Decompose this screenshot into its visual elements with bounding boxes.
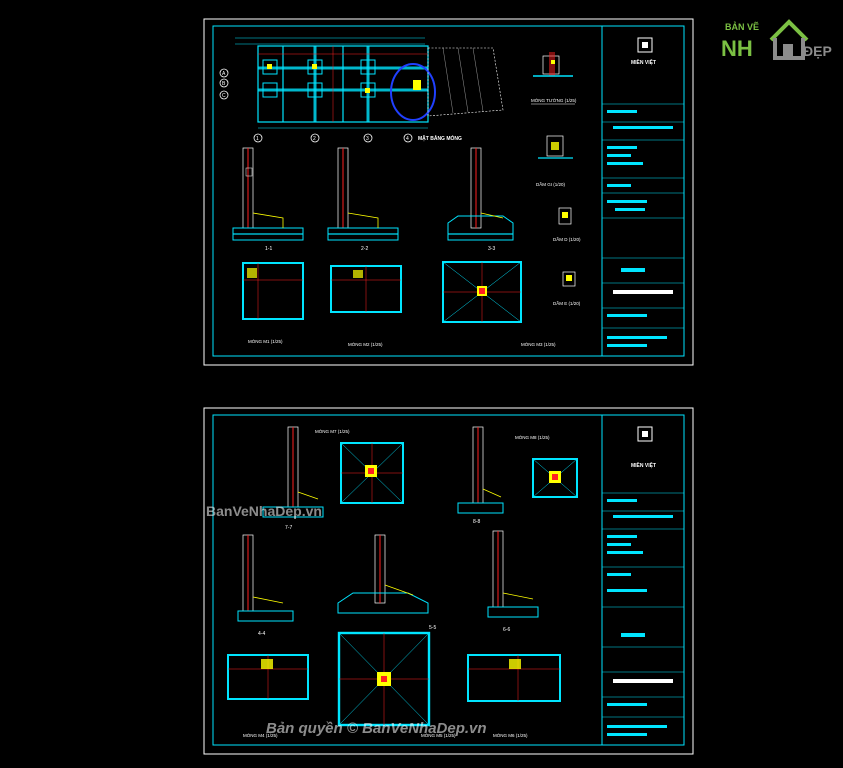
section-label-6-6: 6-6 <box>503 627 510 633</box>
watermark-copyright: Bản quyền © BanVeNhaDep.vn <box>266 720 487 737</box>
section-1-1: 1-1 <box>232 147 304 252</box>
wall-footing-detail: MÓNG TƯỜNG (1/25) <box>531 52 577 105</box>
detail-label-beam-e: DẦM E (1/20) <box>553 300 581 306</box>
footing-label-m5: MÓNG M5 (1/25) <box>421 732 456 738</box>
detail-label-wall-footing: MÓNG TƯỜNG (1/25) <box>531 97 577 103</box>
title-block-2-project: MIỀN VIỆT <box>631 461 656 469</box>
detail-label-beam-d: DẦM D (1/20) <box>553 236 581 242</box>
section-7-7: 7-7 <box>262 426 324 531</box>
grid-letter-b: B <box>222 81 226 87</box>
footing-m6: MÓNG M6 (1/25) <box>467 654 561 738</box>
sheet-1-outer-border <box>203 18 694 366</box>
section-label-3-3: 3-3 <box>488 246 495 252</box>
footing-m7: MÓNG M7 (1/25) <box>315 428 404 504</box>
sheet-2-outer-border <box>203 407 694 755</box>
grid-number-1: 1 <box>256 136 259 142</box>
grid-number-2: 2 <box>313 136 316 142</box>
plan-title: MẶT BẰNG MÓNG <box>418 134 462 142</box>
section-6-6: 6-6 <box>487 530 539 633</box>
title-block-1: MIỀN VIỆT <box>601 26 684 356</box>
footing-label-m4: MÓNG M4 (1/25) <box>243 732 278 738</box>
logo-line1: BẢN VẼ <box>725 21 759 32</box>
logo-dep: ĐẸP <box>803 43 832 59</box>
section-label-8-8: 8-8 <box>473 519 480 525</box>
sheet-1-inner-border <box>212 25 685 357</box>
drawing-sheet-2: 7-7 MÓNG M7 (1/25) 8-8 MÓNG M8 (1/25) 4-… <box>203 407 694 755</box>
beam-detail-e: DẦM E (1/20) <box>553 271 581 306</box>
section-5-5 <box>337 534 429 614</box>
section-label-4-4: 4-4 <box>258 631 265 637</box>
footing-m3: MÓNG M3 (1/25) <box>442 261 556 347</box>
grid-letter-c: C <box>222 93 226 99</box>
footing-label-m1: MÓNG M1 (1/25) <box>248 338 283 344</box>
title-block-1-project: MIỀN VIỆT <box>631 58 656 66</box>
grid-letter-a: A <box>222 71 226 77</box>
section-label-7-7: 7-7 <box>285 525 292 531</box>
title-block-2: MIỀN VIỆT <box>601 415 684 745</box>
watermark-side: BanVeNhaDep.vn <box>206 503 322 519</box>
footing-m4: MÓNG M4 (1/25) <box>227 654 309 738</box>
footing-m5: 5-5 MÓNG M5 (1/25) <box>337 625 456 738</box>
section-2-2: 2-2 <box>327 147 399 252</box>
footing-m1: MÓNG M1 (1/25) <box>242 262 304 344</box>
footing-m2: MÓNG M2 (1/25) <box>330 265 402 347</box>
detail-label-beam-gi: DẦM GI (1/20) <box>536 181 566 187</box>
section-label-2-2: 2-2 <box>361 246 368 252</box>
footing-label-m8: MÓNG M8 (1/25) <box>515 434 550 440</box>
footing-m8: MÓNG M8 (1/25) <box>515 434 578 498</box>
footing-label-m2: MÓNG M2 (1/25) <box>348 341 383 347</box>
section-8-8: 8-8 <box>457 426 504 525</box>
house-icon <box>769 19 809 60</box>
footing-label-m3: MÓNG M3 (1/25) <box>521 341 556 347</box>
drawing-sheet-1: A B C 1 <box>203 18 694 366</box>
section-4-4: 4-4 <box>237 534 294 637</box>
beam-detail-gi: DẦM GI (1/20) <box>536 135 573 187</box>
sheet-2-inner-border <box>212 414 685 746</box>
footing-label-m7: MÓNG M7 (1/25) <box>315 428 350 434</box>
logo-nh: NH <box>721 36 753 61</box>
section-3-3: 3-3 <box>447 147 514 252</box>
footing-label-m6: MÓNG M6 (1/25) <box>493 732 528 738</box>
section-label-1-1: 1-1 <box>265 246 272 252</box>
grid-number-4: 4 <box>406 136 409 142</box>
beam-detail-d: DẦM D (1/20) <box>553 207 581 242</box>
section-label-5-5: 5-5 <box>429 625 436 631</box>
site-logo: BẢN VẼ NH ĐẸP <box>721 19 832 61</box>
foundation-plan: A B C 1 <box>219 37 504 143</box>
grid-number-3: 3 <box>366 136 369 142</box>
